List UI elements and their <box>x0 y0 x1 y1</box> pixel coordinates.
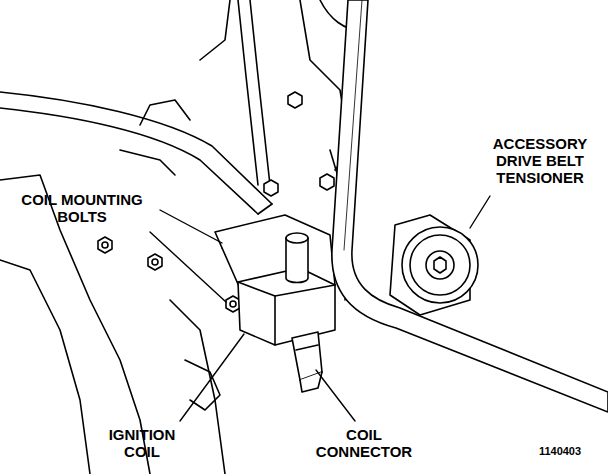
ignition-coil <box>238 233 335 345</box>
drive-belt <box>332 0 608 412</box>
belt-tensioner <box>390 215 478 315</box>
part-label: COIL CONNECTOR <box>310 426 418 460</box>
cable <box>238 0 270 185</box>
leader-lines <box>150 196 490 421</box>
engine-block <box>0 0 360 474</box>
coil-connector <box>292 332 322 392</box>
figure-number: 1140403 <box>520 445 600 458</box>
coil-bracket <box>215 215 335 300</box>
part-label: COIL MOUNTING BOLTS <box>16 191 148 225</box>
part-label: ACCESSORY DRIVE BELT TENSIONER <box>484 135 596 186</box>
part-label: IGNITION COIL <box>96 426 188 460</box>
